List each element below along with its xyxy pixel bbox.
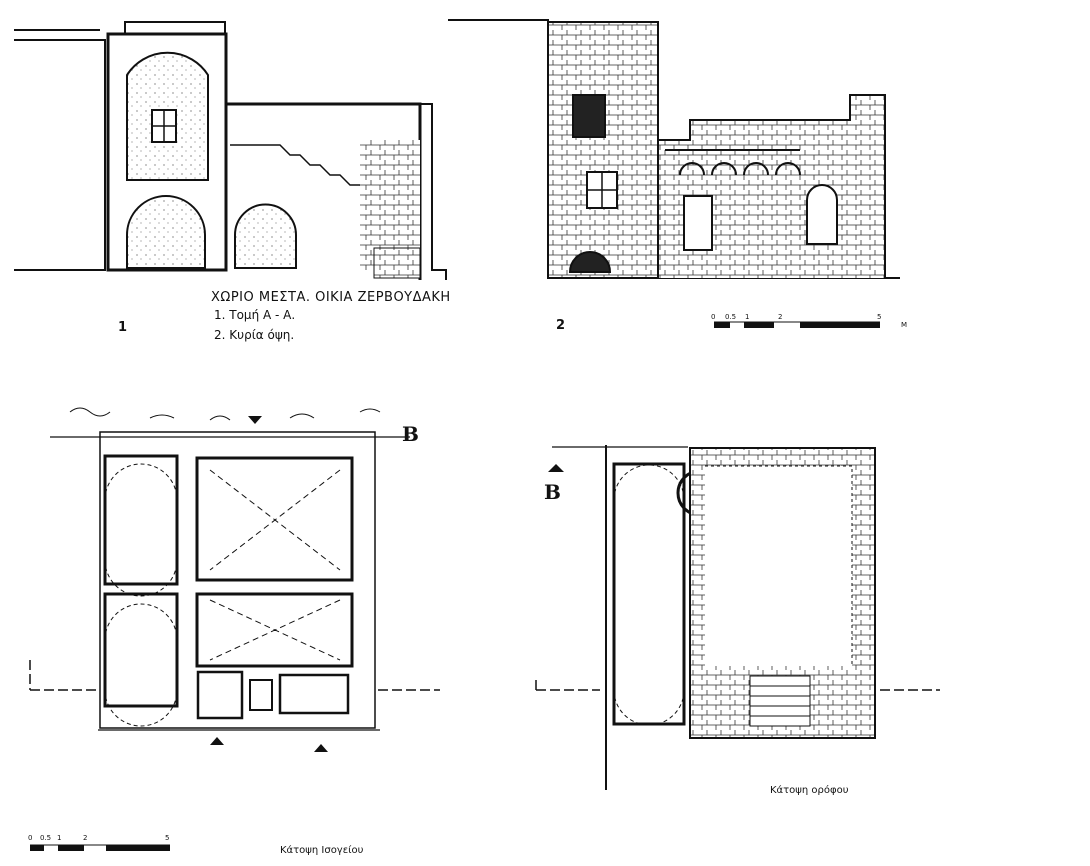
scale-tick-label: 2 xyxy=(778,313,783,321)
upper-floor-plan-label: Κάτοψη ορόφου xyxy=(770,785,849,796)
scale-tick-label: 1 xyxy=(745,313,750,321)
scale-bar-lower xyxy=(30,844,170,851)
scale-tick-label: 0 xyxy=(711,313,716,321)
arrow-marker xyxy=(548,464,564,472)
ground-floor-plan xyxy=(29,407,440,731)
figure-number-elevation: 2 xyxy=(556,318,566,333)
scale-bar-upper xyxy=(714,321,880,328)
caption-item-section: 1. Τομή Α - Α. xyxy=(214,308,296,322)
scale-tick-label: 2 xyxy=(83,834,88,842)
arrow-marker xyxy=(248,416,262,424)
caption-item-elevation: 2. Κυρία όψη. xyxy=(214,328,295,342)
upper-floor-plan xyxy=(535,445,940,790)
scale-tick-label: 0.5 xyxy=(40,834,52,842)
arrow-marker xyxy=(210,737,224,745)
drawing-title: ΧΩΡΙΟ ΜΕΣΤΑ. ΟΙΚΙΑ ΖΕΡΒΟΥΔΑΚΗ xyxy=(211,290,451,305)
scale-unit-label: M xyxy=(901,321,908,329)
figure-number-section: 1 xyxy=(118,320,128,335)
scale-tick-label: 1 xyxy=(57,834,62,842)
section-mark-b-ground: B xyxy=(402,422,419,446)
scale-tick-label: 5 xyxy=(165,834,170,842)
section-mark-b-upper: B xyxy=(544,480,561,504)
scale-tick-label: 5 xyxy=(877,313,882,321)
scale-tick-label: 0.5 xyxy=(725,313,737,321)
elevation-drawing xyxy=(448,19,900,279)
arrow-marker xyxy=(314,744,328,752)
ground-floor-plan-label: Κάτοψη Ισογείου xyxy=(280,845,364,856)
section-drawing xyxy=(14,21,447,280)
scale-tick-label: 0 xyxy=(28,834,33,842)
